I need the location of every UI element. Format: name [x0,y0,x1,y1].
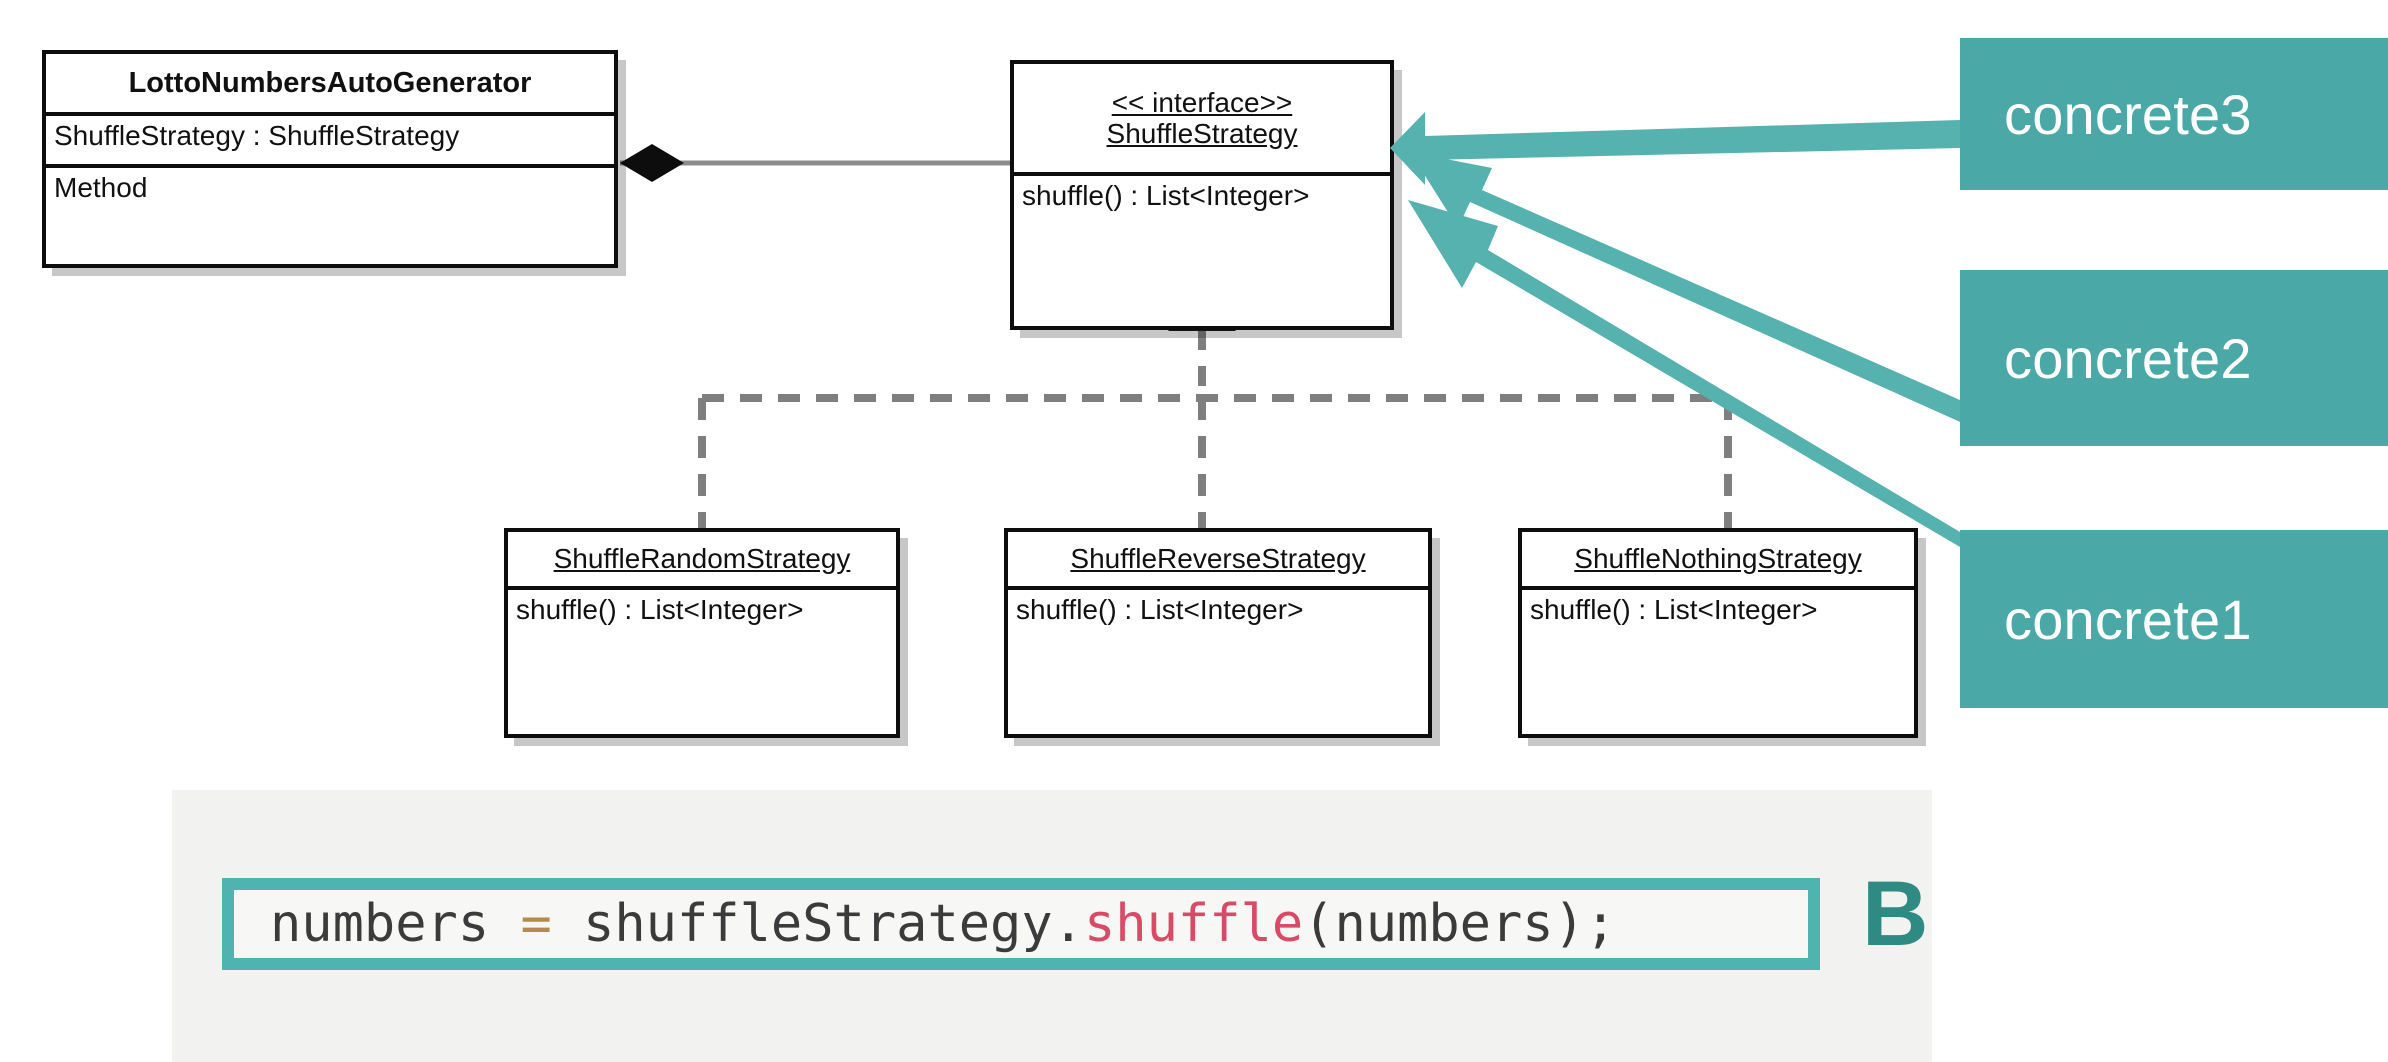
concrete-title-nothing: ShuffleNothingStrategy [1522,532,1914,590]
concrete-operation-row: shuffle() : List<Integer> [508,590,896,738]
concrete-operation-text: shuffle() : List<Integer> [516,594,804,625]
code-token-plain: (numbers); [1303,894,1617,954]
callout-concrete3[interactable]: concrete3 [1960,38,2388,190]
concrete-operation-text: shuffle() : List<Integer> [1016,594,1304,625]
code-snippet-text: numbers = shuffleStrategy.shuffle(number… [270,894,1616,954]
concrete-title-reverse: ShuffleReverseStrategy [1008,532,1428,590]
code-token-plain: numbers [270,894,521,954]
code-token-op: = [520,894,552,954]
code-token-plain: shuffleStrategy. [551,894,1084,954]
callout-concrete1-label: concrete1 [2004,587,2252,651]
callout-arrow-3 [1390,112,1960,185]
interface-stereotype-text: << interface>> [1111,86,1293,118]
class-title-lotto: LottoNumbersAutoGenerator [46,54,614,116]
callout-concrete3-label: concrete3 [2004,82,2252,146]
composition-diamond [620,144,684,182]
class-method-text: Method [54,172,148,203]
concrete-title-random: ShuffleRandomStrategy [508,532,896,590]
interface-name-text: ShuffleStrategy [1106,118,1298,149]
class-box-shuffle-random-strategy: ShuffleRandomStrategy shuffle() : List<I… [504,528,900,738]
concrete-operation-text: shuffle() : List<Integer> [1530,594,1818,625]
class-box-lotto-numbers-auto-generator: LottoNumbersAutoGenerator ShuffleStrateg… [42,50,618,268]
callout-concrete2-label: concrete2 [2004,326,2252,390]
callout-arrow-2 [1410,152,1978,430]
interface-box-shuffle-strategy: << interface>> ShuffleStrategy shuffle()… [1010,60,1394,330]
concrete-title-text: ShuffleReverseStrategy [1070,543,1366,574]
callout-concrete1[interactable]: concrete1 [1960,530,2388,708]
class-method-row: Method [46,168,614,264]
code-token-fn: shuffle [1083,894,1304,954]
class-attribute-row: ShuffleStrategy : ShuffleStrategy [46,116,614,168]
class-box-shuffle-reverse-strategy: ShuffleReverseStrategy shuffle() : List<… [1004,528,1432,738]
concrete-operation-row: shuffle() : List<Integer> [1522,590,1914,738]
callout-concrete2[interactable]: concrete2 [1960,270,2388,446]
slide-marker-b-text: B [1862,863,1929,965]
concrete-title-text: ShuffleRandomStrategy [553,543,851,574]
slide-marker-b: B [1862,862,1928,967]
callout-arrow-1 [1408,200,1982,560]
interface-operation-text: shuffle() : List<Integer> [1022,180,1310,211]
interface-operation-row: shuffle() : List<Integer> [1014,176,1390,326]
code-snippet-box[interactable]: numbers = shuffleStrategy.shuffle(number… [222,878,1820,970]
class-box-shuffle-nothing-strategy: ShuffleNothingStrategy shuffle() : List<… [1518,528,1918,738]
class-attribute-text: ShuffleStrategy : ShuffleStrategy [54,120,460,151]
interface-title: << interface>> ShuffleStrategy [1014,64,1390,176]
class-title-text: LottoNumbersAutoGenerator [128,66,532,99]
concrete-title-text: ShuffleNothingStrategy [1574,543,1862,574]
concrete-operation-row: shuffle() : List<Integer> [1008,590,1428,738]
